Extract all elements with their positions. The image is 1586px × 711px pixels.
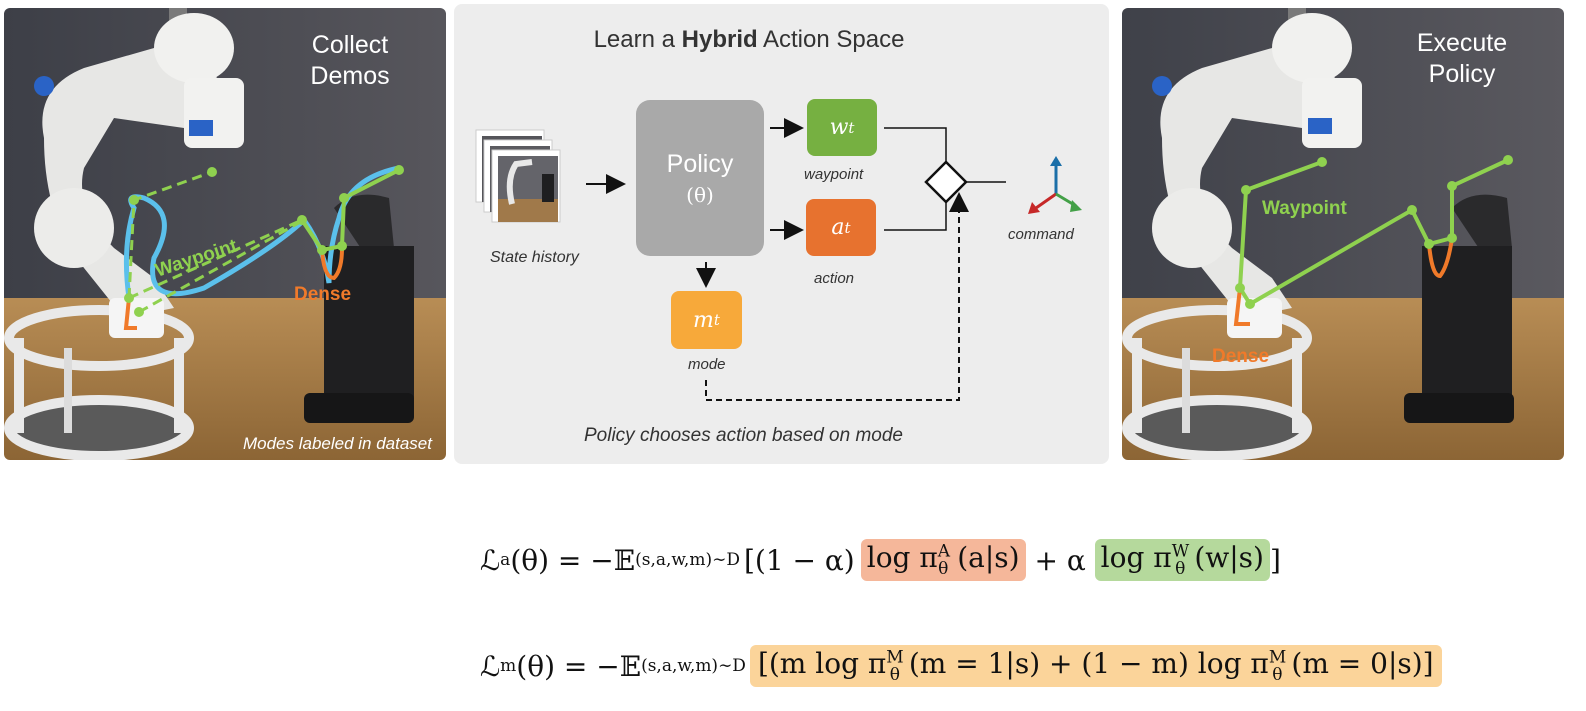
- mode-loss-expectation: (θ) = −𝔼: [516, 649, 642, 683]
- mode-loss-symbol: ℒ: [480, 649, 501, 683]
- mode-subscript: t: [713, 311, 720, 329]
- collect-demos-title: Collect Demos: [310, 31, 390, 90]
- action-loss-subscript: a: [500, 550, 511, 570]
- dense-trajectory-label: Dense: [1212, 346, 1270, 367]
- hybrid-action-space-diagram: Learn a Hybrid Action Space: [454, 4, 1109, 464]
- mode-term1-arg: (m = 1|s) + (1 − m) log π: [899, 647, 1269, 681]
- mode-expectation-subscript: (s,a,w,m)∼D: [641, 656, 746, 676]
- waypoint-term-sup: W: [1171, 541, 1190, 562]
- mode-term-open: [(m log π: [757, 647, 887, 681]
- diagram-title-bold: Hybrid: [681, 26, 758, 53]
- action-plus-alpha: + α: [1025, 543, 1095, 577]
- state-history-label: State history: [490, 249, 579, 266]
- dense-term-sub: θ: [938, 558, 949, 579]
- command-axes-icon: [1028, 156, 1082, 214]
- dense-term-log: log π: [866, 541, 938, 575]
- waypoint-term-sub: θ: [1175, 558, 1186, 579]
- dataset-caption: Modes labeled in dataset: [242, 434, 432, 453]
- waypoint-trajectory-label: Waypoint: [1262, 198, 1347, 219]
- diagram-connections: [475, 118, 1082, 401]
- mode-term2-sup: M: [1268, 647, 1287, 668]
- waypoint-action-term: log πWθ (w|s): [1094, 539, 1270, 581]
- collect-demos-photo: Collect Demos Waypoint Dense Modes label…: [4, 8, 446, 460]
- mode-label: mode: [688, 356, 726, 373]
- action-loss-weight: [(1 − α): [743, 543, 855, 577]
- state-history-thumbnails: [475, 129, 561, 223]
- action-symbol: a: [831, 215, 845, 240]
- waypoint-subscript: t: [848, 118, 855, 137]
- mode-term1-sub: θ: [889, 664, 900, 685]
- mode-symbol: m: [693, 307, 714, 333]
- mode-term2-arg: (m = 0|s)]: [1282, 647, 1434, 681]
- diagram-title: Learn a Hybrid Action Space: [454, 26, 1044, 54]
- dense-term-arg: (a|s): [948, 541, 1020, 575]
- robot-scene-illustration: [4, 8, 446, 460]
- policy-param: (θ): [686, 182, 714, 207]
- diagram-title-prefix: Learn a: [593, 26, 682, 53]
- waypoint-term-log: log π: [1100, 541, 1172, 575]
- execute-policy-title: Execute Policy: [1416, 29, 1508, 88]
- action-loss-expectation: (θ) = −𝔼: [510, 543, 636, 577]
- policy-node: Policy (θ): [636, 100, 764, 256]
- dense-trajectory-label: Dense: [294, 284, 352, 305]
- action-expectation-subscript: (s,a,w,m)∼D: [635, 550, 740, 570]
- waypoint-term-arg: (w|s): [1185, 541, 1264, 575]
- mode-loss-term: [(m log πMθ (m = 1|s) + (1 − m) log πMθ …: [749, 645, 1442, 687]
- mode-loss-subscript: m: [500, 656, 517, 676]
- mode-term2-sub: θ: [1272, 664, 1283, 685]
- action-close-bracket: ]: [1269, 543, 1281, 577]
- diagram-caption: Policy chooses action based on mode: [584, 425, 903, 446]
- command-label: command: [1008, 226, 1074, 243]
- waypoint-symbol: w: [829, 115, 849, 140]
- diagram-title-suffix: Action Space: [757, 26, 905, 53]
- action-loss-symbol: ℒ: [480, 543, 501, 577]
- action-label: action: [814, 270, 855, 287]
- dense-action-term: log πAθ (a|s): [860, 539, 1026, 581]
- action-subscript: t: [844, 218, 851, 237]
- execute-policy-photo: Execute Policy Waypoint Dense: [1122, 8, 1564, 460]
- mode-term1-sup: M: [886, 647, 904, 668]
- dense-term-sup: A: [937, 541, 951, 562]
- policy-label: Policy: [666, 149, 734, 178]
- robot-execution-illustration: [1122, 8, 1564, 460]
- waypoint-label: waypoint: [804, 166, 864, 183]
